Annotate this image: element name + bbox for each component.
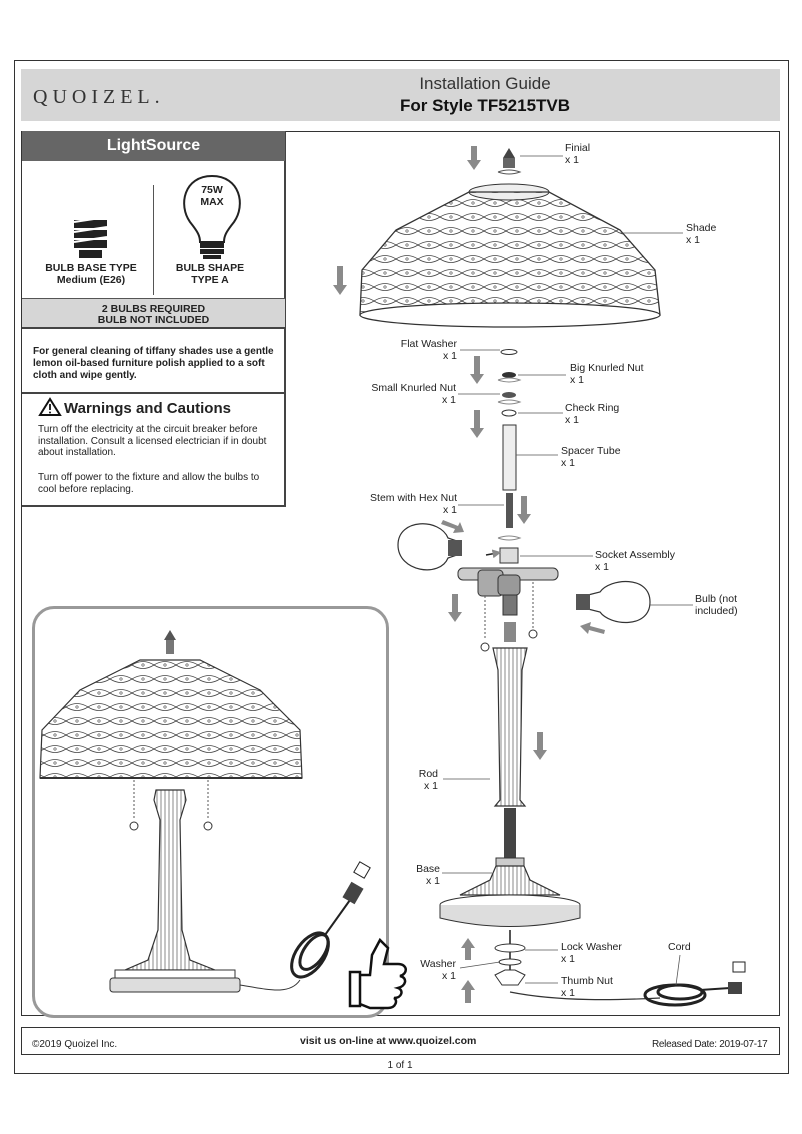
- stem-part: [497, 493, 522, 541]
- bulb-shape-icon: [183, 174, 241, 259]
- warning-item: Turn off the electricity at the circuit …: [38, 424, 267, 458]
- cleaning-note: For general cleaning of tiffany shades u…: [33, 346, 274, 381]
- coiled-cord-image: [290, 861, 371, 979]
- label-flat-washer: Flat Washer x 1: [400, 338, 457, 362]
- label-cord: Cord: [668, 941, 691, 953]
- assembled-lamp-frame: [32, 606, 389, 1018]
- bulbs-not-included: BULB NOT INCLUDED: [97, 314, 210, 326]
- label-base: Base x 1: [416, 863, 440, 887]
- bulb-shape-value: TYPE A: [191, 274, 229, 286]
- release-date: Released Date: 2019-07-17: [652, 1039, 768, 1050]
- finial-part: [497, 148, 522, 175]
- bottom-hardware: [494, 930, 526, 986]
- copyright-icon: ©: [32, 1039, 40, 1050]
- warning-item: Turn off power to the fixture and allow …: [38, 472, 260, 495]
- shade-part: [359, 183, 661, 328]
- hardware-stack: [497, 349, 522, 417]
- bulb-left-part: [397, 523, 462, 571]
- thumbs-up-icon: [348, 937, 407, 1010]
- bulb-requirements: 2 BULBS REQUIRED BULB NOT INCLUDED: [22, 298, 285, 329]
- label-check-ring: Check Ring x 1: [565, 402, 620, 426]
- label-thumb-nut: Thumb Nut x 1: [561, 975, 613, 999]
- base-part: [439, 857, 581, 927]
- socket-assembly-part: [457, 547, 559, 652]
- website-link[interactable]: visit us on-line at www.quoizel.com: [300, 1035, 477, 1047]
- label-shade: Shade x 1: [686, 222, 717, 246]
- spacer-tube-part: [502, 424, 517, 491]
- label-big-knurled-nut: Big Knurled Nut x 1: [570, 362, 644, 386]
- lightsource-heading: LightSource: [22, 131, 285, 161]
- brand-logo: QUOIZEL.: [33, 86, 165, 108]
- assembled-lamp-image: [39, 630, 303, 993]
- warning-icon: [38, 397, 62, 416]
- assembly-arrows: [333, 146, 605, 1003]
- guide-title: Installation Guide: [419, 74, 551, 93]
- label-bulb: Bulb (not included): [695, 593, 738, 617]
- warnings-title: Warnings and Cautions: [64, 400, 231, 417]
- lightsource-panel: [22, 131, 286, 507]
- label-small-knurled-nut: Small Knurled Nut x 1: [371, 382, 456, 406]
- bulb-base-title: BULB BASE TYPE: [45, 262, 137, 274]
- label-stem-hex-nut: Stem with Hex Nut x 1: [370, 492, 457, 516]
- bulb-shape-title: BULB SHAPE: [175, 262, 245, 274]
- page-number: 1 of 1: [387, 1060, 413, 1071]
- rod-part: [492, 622, 528, 858]
- page-border: [14, 60, 789, 1074]
- header-bar: [21, 69, 780, 121]
- label-lock-washer: Lock Washer x 1: [561, 941, 622, 965]
- bulb-base-value: Medium (E26): [56, 274, 126, 286]
- label-rod: Rod x 1: [418, 768, 438, 792]
- guide-style: For Style TF5215TVB: [399, 96, 571, 115]
- bulbs-required: 2 BULBS REQUIRED: [101, 303, 206, 315]
- bulb-right-part: [576, 581, 651, 623]
- label-washer: Washer x 1: [420, 958, 456, 982]
- footer-bar: [21, 1027, 780, 1055]
- label-socket-assembly: Socket Assembly x 1: [595, 549, 675, 573]
- section-separator: [22, 392, 285, 394]
- main-frame: [21, 131, 780, 1016]
- copyright: ©2019 Quoizel Inc.: [32, 1039, 118, 1050]
- bulb-base-icon: [73, 216, 108, 258]
- panel-divider: [153, 185, 154, 295]
- cord-part: [509, 961, 746, 1007]
- wattage-label: 75W MAX: [200, 184, 224, 208]
- label-spacer-tube: Spacer Tube x 1: [561, 445, 621, 469]
- label-finial: Finial x 1: [565, 142, 591, 166]
